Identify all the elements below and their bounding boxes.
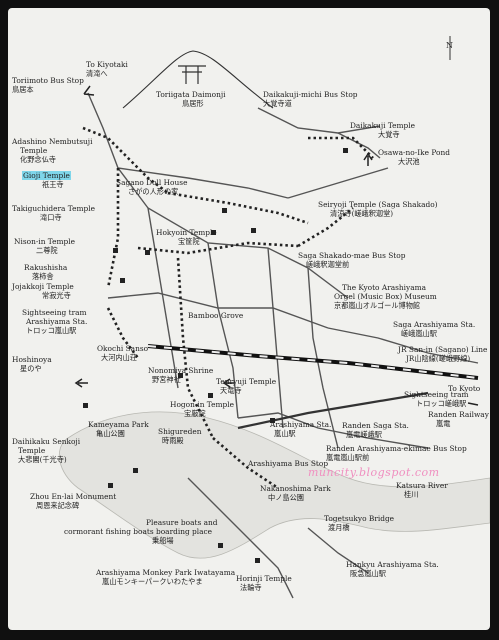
label-orgel-museum: The Kyoto Arashiyama: [342, 283, 427, 292]
label-saga-arashiyama-sta: Saga Arashiyama Sta.嵯峨嵐山駅: [393, 320, 476, 338]
label-seiryoji-temple: Seiryoji Temple (Saga Shakado)清涼寺(嵯峨釈迦堂): [318, 200, 438, 218]
label-sightseeing-tram: Sightseeing tram: [22, 308, 87, 317]
daimonji-mountain: [122, 50, 274, 109]
label-bamboo-grove: Bamboo Grove: [188, 311, 244, 320]
road-network: [59, 36, 490, 599]
jr-line-track: [147, 344, 479, 380]
label-randen-saga-sta: Randen Saga Sta.嵐電嵯峨駅: [342, 421, 409, 439]
label-arashiyama-sta: Arashiyama Sta.嵐山駅: [270, 420, 332, 438]
label-hankyu-arashiyama-sta: Hankyu Arashiyama Sta.阪急嵐山駅: [346, 560, 439, 578]
label-to-kyoto: To Kyoto: [448, 384, 481, 393]
label-adashino-nembutsuji: Adashino Nembutsuji: [12, 137, 93, 146]
label-arashiyama-bus-stop: Arashiyama Bus Stop: [248, 459, 329, 468]
north-label: N: [446, 41, 453, 50]
label-tram-arashiyama-sta: Arashiyama Sta.トロッコ嵐山駅: [26, 317, 88, 335]
torii-mark: [178, 65, 206, 84]
label-daihikaku-senkoji: Daihikaku Senkoji: [12, 437, 81, 446]
watermark-text: muncity.blogspot.com: [308, 466, 440, 479]
label-pleasure-boats: Pleasure boats and: [146, 518, 218, 527]
